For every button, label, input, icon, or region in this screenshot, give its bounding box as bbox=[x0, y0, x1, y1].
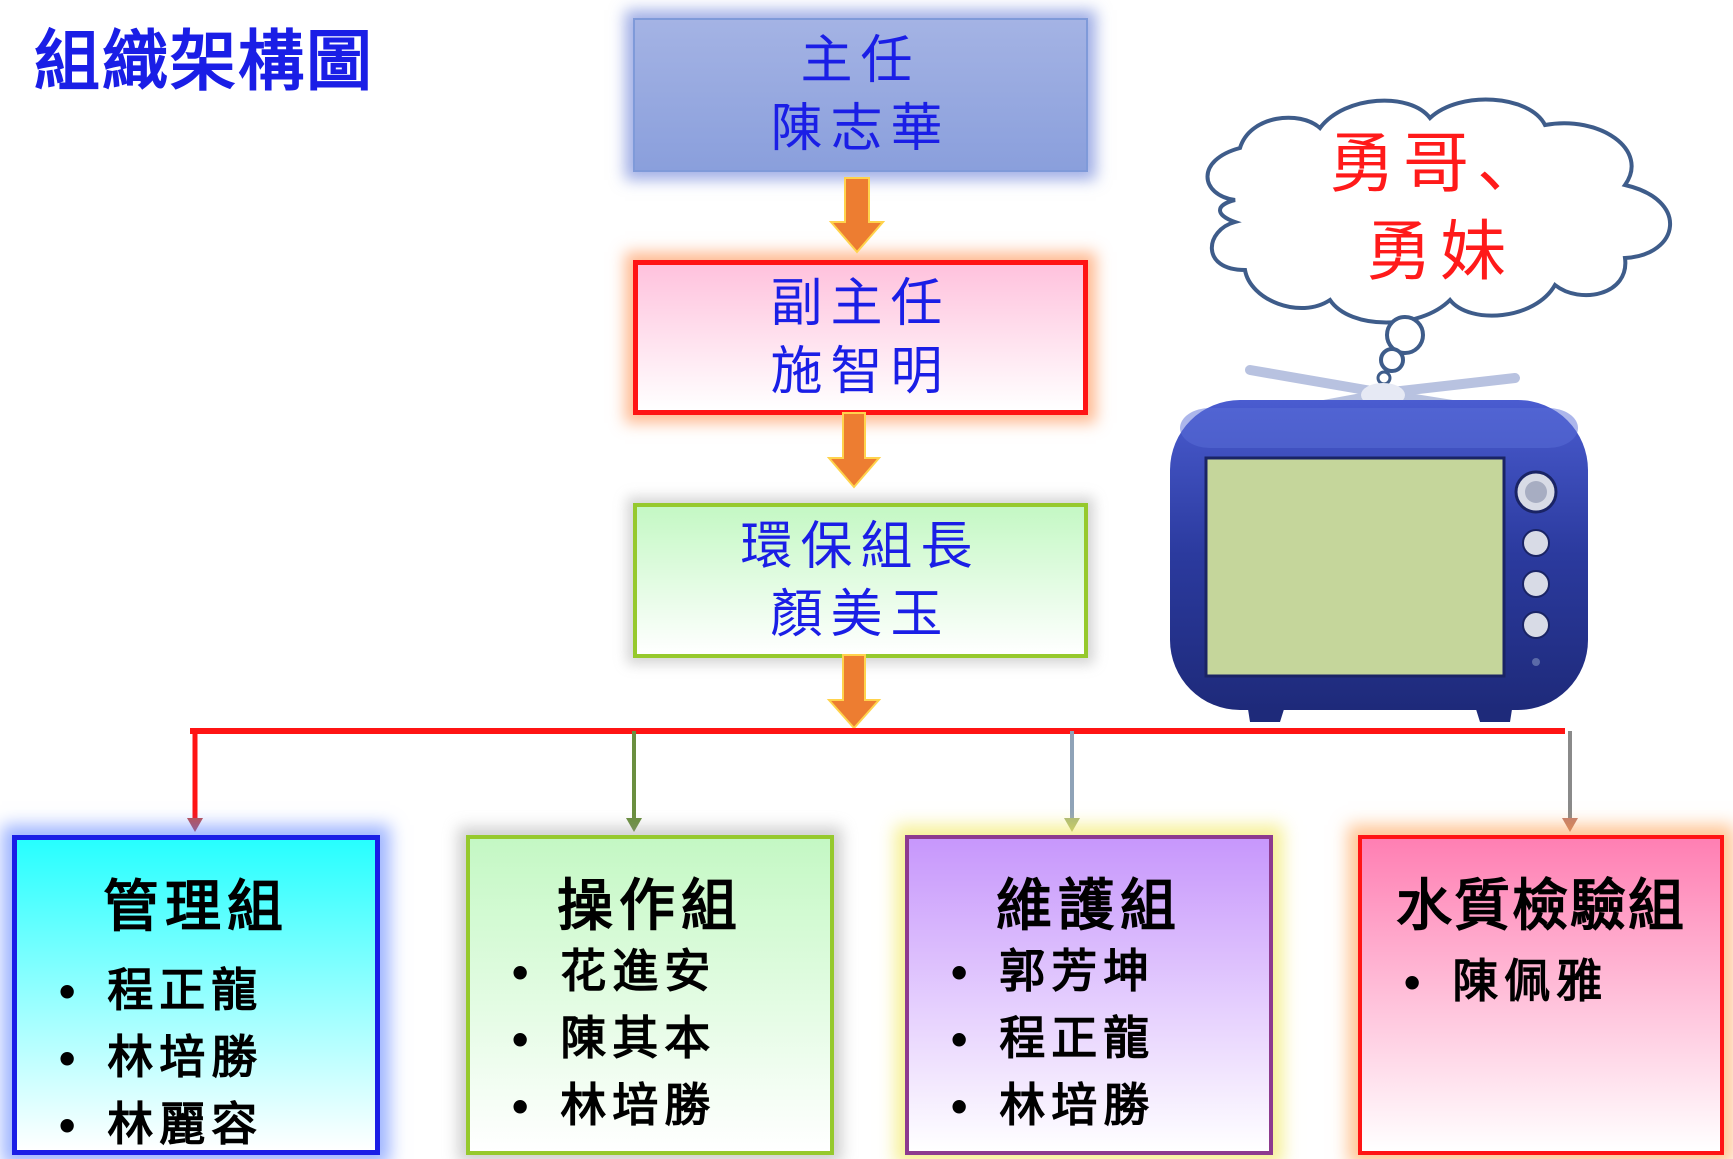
branch-connector-ops bbox=[626, 731, 642, 832]
member-name: 林培勝 bbox=[999, 1078, 1156, 1132]
bullet: • bbox=[55, 1104, 86, 1149]
bullet: • bbox=[508, 951, 539, 996]
page-title: 組織架構圖 bbox=[34, 22, 374, 100]
thought-bubble-icon bbox=[1205, 97, 1672, 386]
member-name: 陳佩雅 bbox=[1452, 954, 1609, 1008]
down-arrow-icon bbox=[828, 177, 886, 254]
list-item: • 林培勝 bbox=[947, 1073, 1269, 1140]
group-title: 操作組 bbox=[557, 873, 743, 939]
leader-name: 顏美玉 bbox=[770, 584, 951, 645]
member-list: • 陳佩雅 bbox=[1400, 949, 1720, 1016]
member-list: • 郭芳坤 • 程正龍 • 林培勝 bbox=[947, 939, 1269, 1140]
environmental-leader-box: 環保組長 顏美玉 bbox=[633, 503, 1088, 658]
director-role: 主任 bbox=[800, 31, 921, 91]
group-title: 管理組 bbox=[103, 874, 289, 940]
member-name: 林麗容 bbox=[107, 1097, 264, 1151]
group-title: 維護組 bbox=[996, 873, 1182, 939]
branch-connector-maint bbox=[1064, 731, 1080, 832]
bullet: • bbox=[508, 1085, 539, 1130]
deputy-director-box: 副主任 施智明 bbox=[633, 260, 1088, 415]
bullet: • bbox=[947, 951, 978, 996]
list-item: • 陳佩雅 bbox=[1400, 949, 1720, 1016]
member-name: 花進安 bbox=[560, 944, 717, 998]
member-name: 程正龍 bbox=[999, 1011, 1156, 1065]
group-box-management: 管理組 • 程正龍 • 林培勝 • 林麗容 bbox=[12, 835, 380, 1155]
thought-line-2: 勇妹 bbox=[1366, 213, 1514, 290]
thought-bubble-text: 勇哥、 勇妹 bbox=[1300, 120, 1580, 296]
thought-line-1: 勇哥、 bbox=[1329, 125, 1551, 202]
list-item: • 林培勝 bbox=[55, 1025, 375, 1092]
bullet: • bbox=[947, 1085, 978, 1130]
group-title: 水質檢驗組 bbox=[1396, 873, 1686, 939]
group-box-operations: 操作組 • 花進安 • 陳其本 • 林培勝 bbox=[466, 835, 834, 1155]
bullet: • bbox=[55, 1037, 86, 1082]
deputy-role: 副主任 bbox=[770, 273, 951, 334]
member-name: 陳其本 bbox=[560, 1011, 717, 1065]
member-name: 林培勝 bbox=[560, 1078, 717, 1132]
list-item: • 林麗容 bbox=[55, 1092, 375, 1159]
bullet: • bbox=[1400, 961, 1431, 1006]
leader-role: 環保組長 bbox=[740, 516, 981, 577]
list-item: • 花進安 bbox=[508, 939, 830, 1006]
member-name: 郭芳坤 bbox=[999, 944, 1156, 998]
list-item: • 林培勝 bbox=[508, 1073, 830, 1140]
bullet: • bbox=[55, 970, 86, 1015]
bullet: • bbox=[508, 1018, 539, 1063]
list-item: • 郭芳坤 bbox=[947, 939, 1269, 1006]
group-box-water-quality: 水質檢驗組 • 陳佩雅 bbox=[1358, 835, 1724, 1155]
bullet: • bbox=[947, 1018, 978, 1063]
member-list: • 花進安 • 陳其本 • 林培勝 bbox=[508, 939, 830, 1140]
member-name: 程正龍 bbox=[107, 963, 264, 1017]
member-list: • 程正龍 • 林培勝 • 林麗容 bbox=[55, 958, 375, 1159]
director-box: 主任 陳志華 bbox=[633, 18, 1088, 172]
director-name: 陳志華 bbox=[770, 99, 951, 159]
branch-connector-mgmt bbox=[187, 731, 203, 832]
list-item: • 程正龍 bbox=[947, 1006, 1269, 1073]
down-arrow-icon bbox=[826, 654, 882, 730]
list-item: • 程正龍 bbox=[55, 958, 375, 1025]
branch-connector-water bbox=[1562, 731, 1578, 832]
group-box-maintenance: 維護組 • 郭芳坤 • 程正龍 • 林培勝 bbox=[905, 835, 1273, 1155]
member-name: 林培勝 bbox=[107, 1030, 264, 1084]
list-item: • 陳其本 bbox=[508, 1006, 830, 1073]
television-icon bbox=[1170, 365, 1588, 722]
deputy-name: 施智明 bbox=[770, 341, 951, 402]
down-arrow-icon bbox=[826, 412, 882, 489]
